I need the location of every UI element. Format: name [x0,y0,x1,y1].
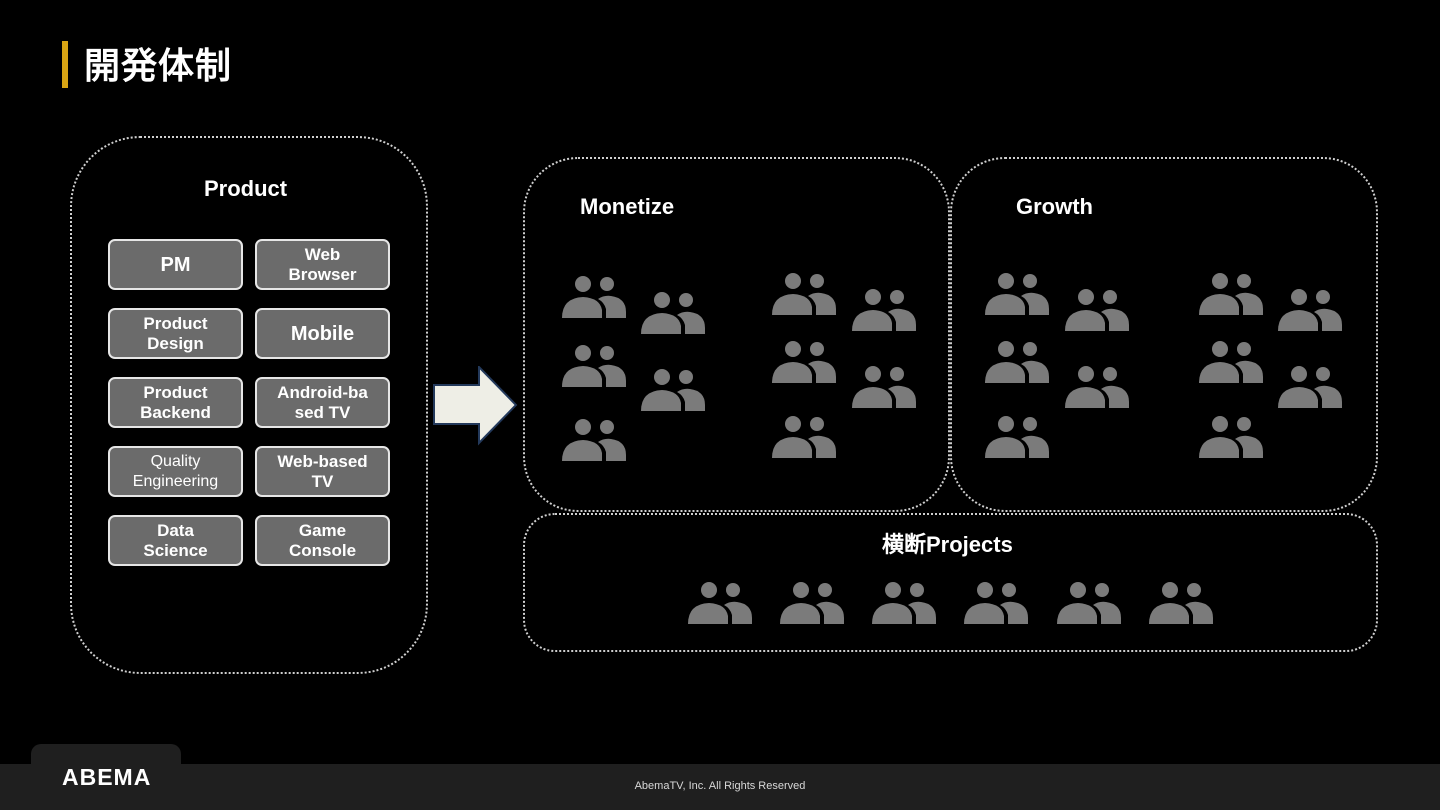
team-icon [1149,580,1213,624]
team-icon [985,271,1049,315]
abema-logo: ABEMA [62,764,152,790]
team-icon [872,580,936,624]
team-icon [780,580,844,624]
role-web-based-tv: Web-based TV [255,446,390,497]
team-icon [562,274,626,318]
team-icon [772,271,836,315]
logo-tab [31,744,181,810]
team-icon [772,339,836,383]
team-icon [1278,364,1342,408]
team-icon [562,417,626,461]
growth-panel [950,157,1378,512]
product-panel [70,136,428,674]
product-title: Product [204,176,288,201]
projects-panel [523,513,1378,652]
team-icon [641,290,705,334]
role-android-tv: Android-ba sed TV [255,377,390,428]
team-icon [1199,414,1263,458]
footer-bar [0,764,1440,810]
team-icon [562,343,626,387]
team-icon [985,414,1049,458]
team-icon [1065,364,1129,408]
role-quality-engineering: Quality Engineering [108,446,243,497]
role-data-science: Data Science [108,515,243,566]
team-icon [772,414,836,458]
role-web-browser: Web Browser [255,239,390,290]
role-product-design: Product Design [108,308,243,359]
team-icon [964,580,1028,624]
monetize-panel [523,157,950,512]
team-icon [1199,271,1263,315]
team-icon [852,364,916,408]
role-pm: PM [108,239,243,290]
role-product-backend: Product Backend [108,377,243,428]
team-icon [1278,287,1342,331]
team-icon [688,580,752,624]
role-mobile: Mobile [255,308,390,359]
copyright-text: AbemaTV, Inc. All Rights Reserved [634,780,806,792]
role-game-console: Game Console [255,515,390,566]
title-accent-bar [62,41,68,88]
growth-title: Growth [1016,194,1093,219]
team-icon [1199,339,1263,383]
team-icon [852,287,916,331]
projects-title: 横断Projects [882,532,1013,557]
right-arrow-icon [433,366,518,446]
team-icon [1057,580,1121,624]
team-icon [1065,287,1129,331]
monetize-title: Monetize [580,194,675,219]
team-icon [985,339,1049,383]
team-icon [641,367,705,411]
page-title: 開発体制 [84,45,233,86]
